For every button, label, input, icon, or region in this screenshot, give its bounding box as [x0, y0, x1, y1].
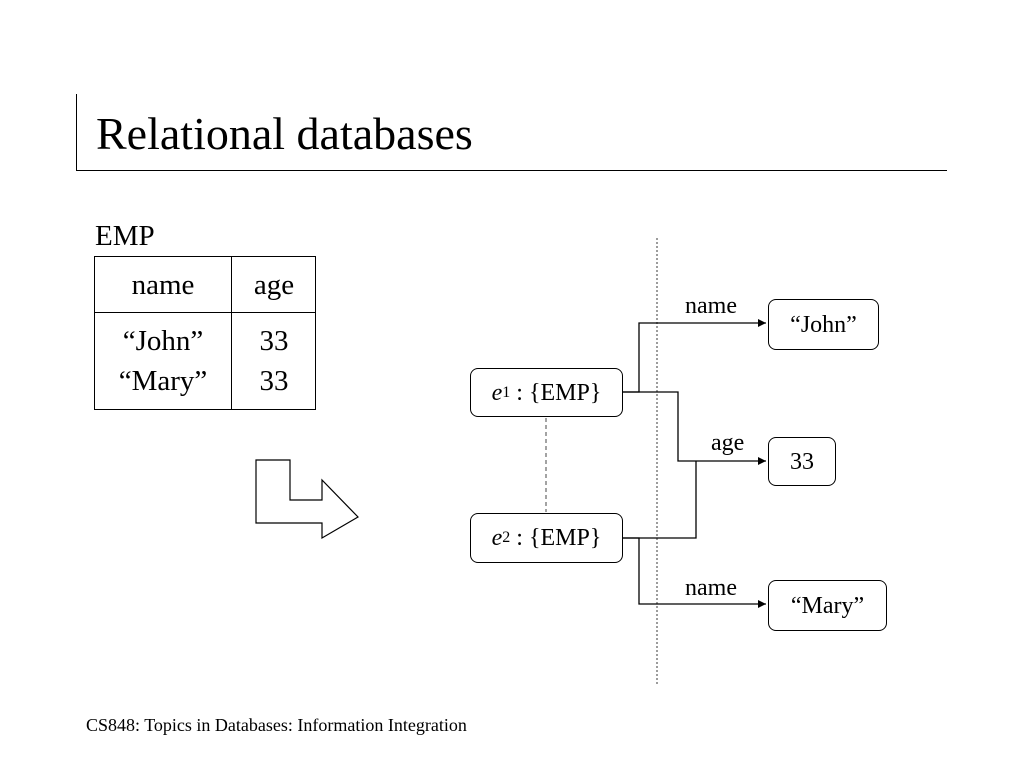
column-header-name: name	[131, 269, 195, 301]
emp-table: name age “John” 33 “Mary” 33	[94, 256, 316, 410]
node-e1-type: : {EMP}	[516, 379, 602, 406]
table-cell-age-row2: 33	[259, 365, 289, 397]
node-value-age: 33	[768, 437, 836, 486]
node-e2-type: : {EMP}	[516, 525, 602, 551]
edge-e1-name	[623, 319, 766, 393]
table-cell-age-row1: 33	[259, 325, 289, 357]
node-value-mary: “Mary”	[768, 580, 887, 631]
edge-label-name-e1: name	[685, 293, 737, 319]
edge-label-age: age	[711, 430, 745, 456]
edge-e2-age	[623, 461, 697, 539]
edge-e1-age	[623, 391, 766, 465]
title-underline	[76, 170, 947, 171]
transform-arrow-icon	[255, 459, 359, 540]
table-header-separator	[95, 312, 315, 313]
title-accent-vertical-line	[76, 94, 77, 170]
column-header-age: age	[253, 269, 295, 301]
edge-label-name-e2: name	[685, 575, 737, 601]
node-e1-variable: e	[491, 379, 503, 406]
table-cell-name-row2: “Mary”	[118, 365, 208, 397]
edge-e2-name	[623, 537, 766, 608]
table-column-separator	[231, 257, 232, 409]
slide-footer: CS848: Topics in Databases: Information …	[86, 715, 467, 735]
slide-title: Relational databases	[96, 108, 473, 159]
table-cell-name-row1: “John”	[122, 325, 204, 357]
table-name-label: EMP	[95, 220, 155, 252]
node-value-john: “John”	[768, 299, 879, 350]
node-e2-variable: e	[491, 525, 503, 551]
